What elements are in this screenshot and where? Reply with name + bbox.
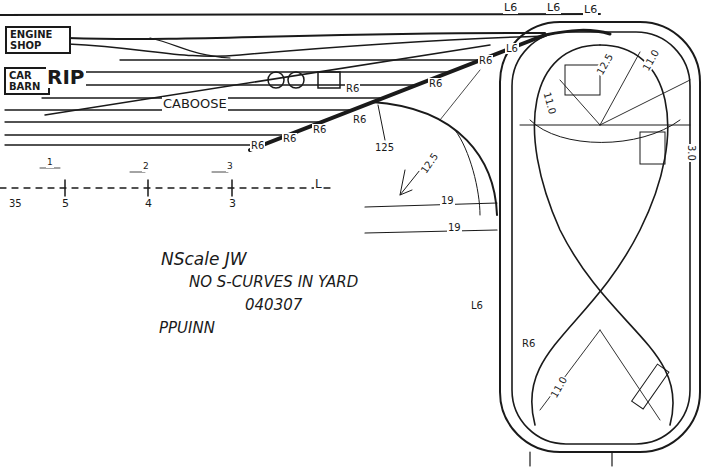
yard-track (5, 134, 288, 135)
handwritten-note: 040307 (244, 297, 303, 314)
tick (530, 452, 612, 466)
structure (640, 132, 665, 164)
track-label: 19 (447, 222, 462, 233)
track-label: R6 (478, 55, 493, 66)
scale-line (0, 187, 330, 188)
leader-line (440, 70, 480, 120)
track-label: L6 (546, 2, 561, 14)
track-label: R6 (352, 114, 367, 125)
track (455, 130, 480, 215)
track-label: 125 (374, 142, 395, 153)
track (68, 36, 545, 56)
scale-number: 4 (144, 198, 153, 210)
track (372, 102, 497, 215)
dimension-arrow (400, 170, 420, 195)
dimension-line (365, 203, 497, 207)
radius-line (560, 52, 690, 125)
track-label: L6 (583, 4, 598, 16)
track (530, 120, 680, 143)
scale-tick (40, 168, 228, 172)
track-label: R6 (521, 338, 536, 349)
scale-number: 1 (46, 158, 54, 168)
handwritten-note: NScale JW (160, 250, 248, 269)
track-label: RIP (46, 66, 86, 88)
track-label: 12.5 (418, 150, 441, 176)
yard-track (120, 59, 481, 60)
track-label: R6 (282, 133, 297, 144)
scale-tick (65, 180, 232, 196)
track (68, 33, 545, 39)
track (532, 45, 668, 425)
radius-line (540, 330, 660, 420)
track-label: 12.5 (594, 51, 616, 78)
leader-line (378, 105, 385, 140)
track (520, 125, 690, 126)
handwritten-note: NO S-CURVES IN YARD (188, 274, 359, 291)
track (534, 45, 673, 425)
building-box: ENGINE SHOP (5, 26, 71, 54)
building-box: CAR BARN (4, 67, 50, 95)
track-label: R6 (345, 83, 360, 94)
structure (288, 72, 304, 88)
yard-lead (45, 45, 490, 115)
scale-number: 2 (142, 162, 150, 172)
yard-track (5, 144, 263, 145)
track-label: L6 (503, 2, 518, 14)
handwritten-note: PPUINN (158, 320, 216, 337)
building-name: CAR BARN (9, 70, 45, 92)
scale-number: 3 (226, 162, 234, 172)
track-label: 11.0 (548, 374, 570, 401)
track-label: CABOOSE (162, 97, 228, 111)
track (150, 38, 230, 58)
track-label: R6 (428, 78, 443, 89)
track-label: 11.0 (541, 90, 558, 116)
loop-track (512, 32, 690, 444)
structure (268, 72, 284, 88)
track-label: 19 (440, 195, 455, 206)
loop-track (500, 22, 700, 452)
track-label: L6 (470, 300, 484, 311)
structure (318, 72, 340, 88)
scale-number: 5 (61, 198, 70, 210)
track-label: R6 (312, 124, 327, 135)
building-name: ENGINE SHOP (10, 29, 66, 51)
yard-track (5, 121, 322, 122)
top-line (0, 14, 600, 15)
track-label: R6 (250, 140, 265, 151)
track-label: L6 (505, 43, 519, 54)
dimension-line (365, 230, 497, 233)
scale-number: L (314, 178, 323, 191)
scale-number: 3 (228, 198, 237, 210)
scale-number: 35 (8, 198, 23, 209)
track-label: 11.0 (640, 47, 662, 74)
track-label: 3.0 (686, 144, 697, 162)
